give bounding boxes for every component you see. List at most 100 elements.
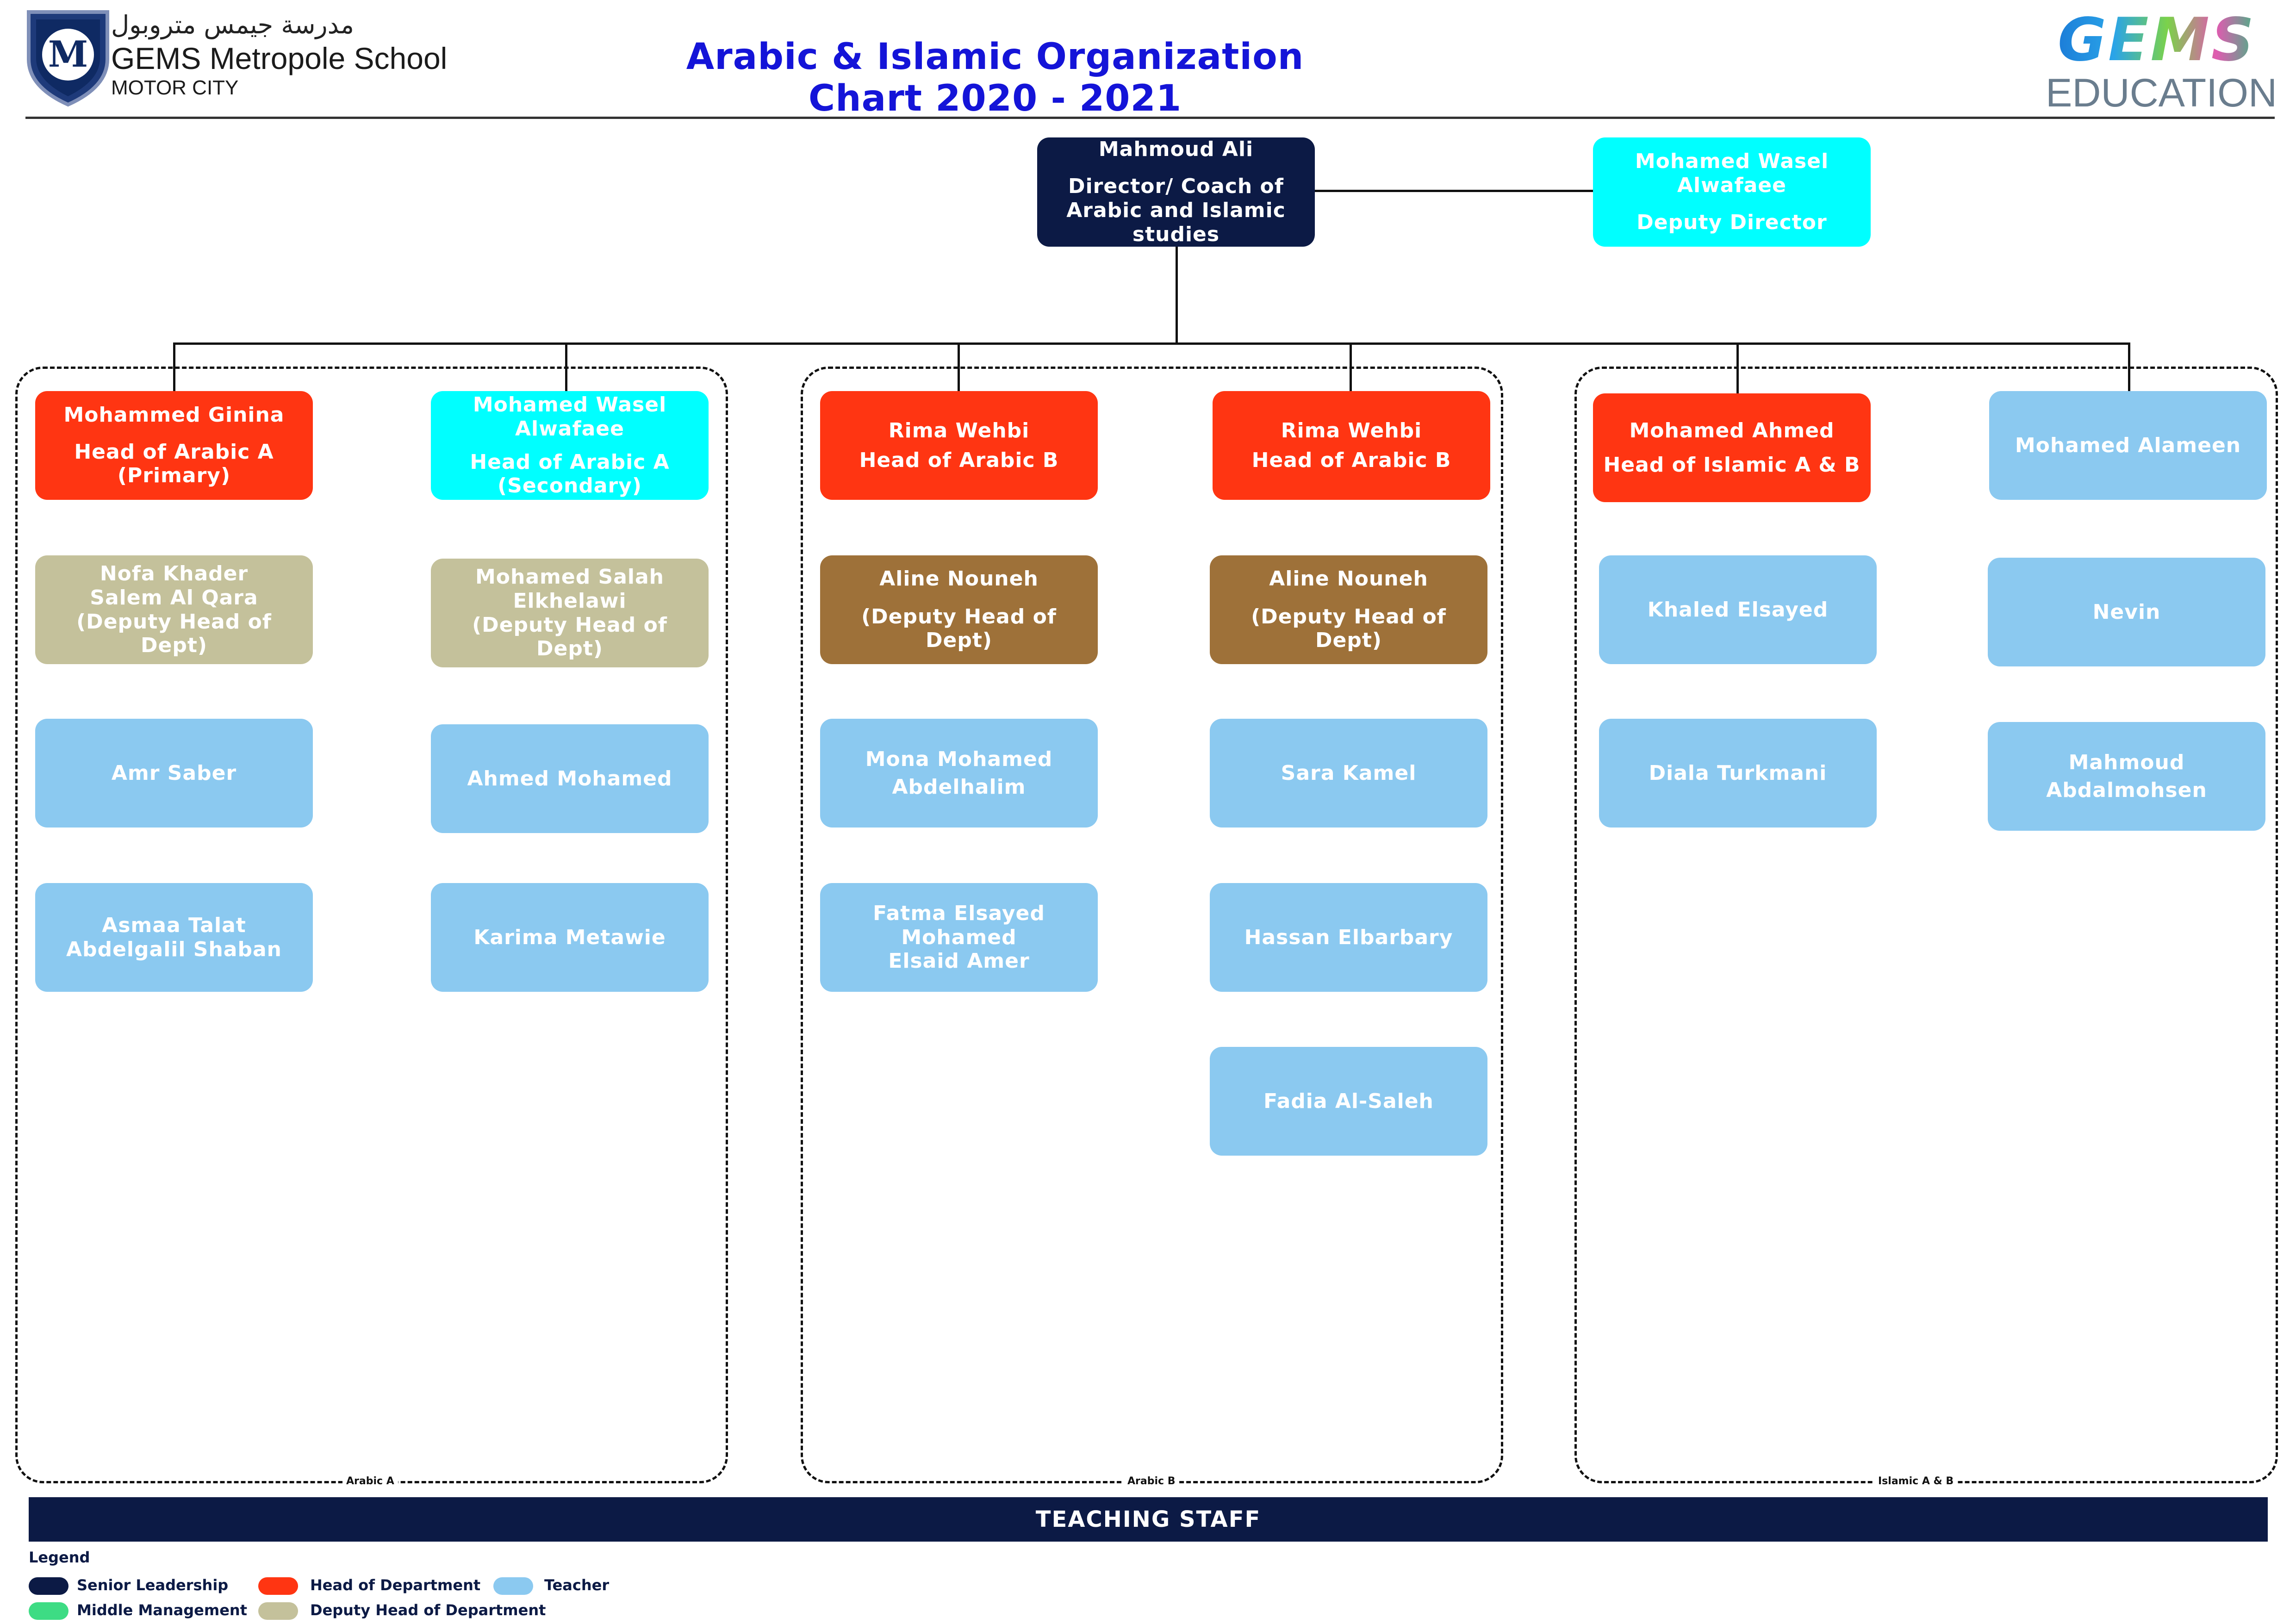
legend-swatch-middle bbox=[29, 1602, 68, 1620]
director-role-line2: Arabic and Islamic studies bbox=[1066, 199, 1286, 247]
gems-logo-mark: GEMS bbox=[2050, 10, 2263, 70]
head-name-line1: Mohamed Wasel bbox=[473, 392, 667, 417]
director-box: Mahmoud Ali Director/ Coach of Arabic an… bbox=[1037, 137, 1315, 247]
group-islamic-label: Islamic A & B bbox=[1874, 1475, 1958, 1487]
teacher-name-line1: Fatma Elsayed Mohamed bbox=[873, 901, 1045, 949]
deputy-role: (Deputy Head of Dept) bbox=[76, 610, 272, 658]
teacher-name-line1: Mona Mohamed bbox=[865, 747, 1053, 771]
head-name: Rima Wehbi bbox=[888, 418, 1030, 442]
deputy-director-box: Mohamed Wasel Alwafaee Deputy Director bbox=[1593, 137, 1871, 247]
head-role: Head of Arabic B bbox=[859, 448, 1059, 472]
connector-director-down bbox=[1176, 247, 1178, 344]
legend-label-deputy: Deputy Head of Department bbox=[310, 1601, 546, 1619]
deputy-name: Aline Nouneh bbox=[879, 566, 1039, 591]
teacher-box: Khaled Elsayed bbox=[1599, 555, 1877, 664]
teacher-box: Asmaa Talat Abdelgalil Shaban bbox=[35, 883, 313, 992]
head-role: Head of Arabic B bbox=[1251, 448, 1451, 472]
teaching-staff-banner: TEACHING STAFF bbox=[29, 1497, 2268, 1542]
teacher-name: Mohamed Alameen bbox=[2015, 433, 2241, 457]
group-islamic bbox=[1574, 367, 2278, 1483]
teacher-name: Sara Kamel bbox=[1281, 761, 1417, 785]
director-name: Mahmoud Ali bbox=[1098, 137, 1254, 161]
deputy-role: (Deputy Head of Dept) bbox=[1251, 604, 1446, 653]
legend-swatch-teacher bbox=[493, 1577, 533, 1595]
deputy-arabic-b-2: Aline Nouneh (Deputy Head of Dept) bbox=[1210, 555, 1487, 664]
head-name-line2: Alwafaee bbox=[515, 417, 624, 441]
teacher-box: Mohamed Alameen bbox=[1989, 391, 2267, 500]
deputy-name-line2: Elkhelawi bbox=[513, 589, 627, 613]
teacher-box: Hassan Elbarbary bbox=[1210, 883, 1487, 992]
deputy-name: Aline Nouneh bbox=[1269, 566, 1428, 591]
teacher-name-line2: Abdalmohsen bbox=[2046, 778, 2207, 802]
teacher-name: Diala Turkmani bbox=[1649, 761, 1827, 785]
legend-label-middle: Middle Management bbox=[77, 1601, 247, 1619]
director-role-line1: Director/ Coach of bbox=[1068, 174, 1284, 199]
teacher-box: Fadia Al-Saleh bbox=[1210, 1047, 1487, 1156]
teacher-name-line2: Abdelhalim bbox=[892, 775, 1026, 799]
group-arabic-b-label: Arabic B bbox=[1124, 1475, 1179, 1487]
teacher-box: Sara Kamel bbox=[1210, 719, 1487, 828]
teacher-box: Amr Saber bbox=[35, 719, 313, 828]
legend-swatch-senior bbox=[29, 1577, 68, 1595]
legend-swatch-head bbox=[258, 1577, 298, 1595]
teacher-name: Amr Saber bbox=[111, 761, 237, 785]
banner-label: TEACHING STAFF bbox=[1035, 1506, 1261, 1532]
deputy-arabic-a-primary: Nofa Khader Salem Al Qara (Deputy Head o… bbox=[35, 555, 313, 664]
teacher-name-line1: Asmaa Talat bbox=[102, 913, 246, 937]
gems-logo-sub: EDUCATION bbox=[2046, 71, 2277, 115]
header-divider bbox=[25, 117, 2275, 119]
deputy-arabic-a-secondary: Mohamed Salah Elkhelawi (Deputy Head of … bbox=[431, 559, 709, 667]
teacher-box: Mona Mohamed Abdelhalim bbox=[820, 719, 1098, 828]
svg-text:M: M bbox=[48, 33, 88, 75]
teacher-name: Karima Metawie bbox=[473, 925, 666, 949]
gems-education-logo: GEMS EDUCATION bbox=[2046, 10, 2277, 117]
deputy-name-line2: Salem Al Qara bbox=[90, 585, 258, 610]
deputy-role: (Deputy Head of Dept) bbox=[861, 604, 1057, 653]
legend-label-teacher: Teacher bbox=[544, 1576, 610, 1594]
legend-label-head: Head of Department bbox=[310, 1576, 481, 1594]
page-title: Arabic & Islamic Organization Chart 2020… bbox=[686, 36, 1304, 119]
deputy-name-line1: Mohamed Salah bbox=[475, 565, 664, 589]
teacher-name: Fadia Al-Saleh bbox=[1263, 1089, 1434, 1113]
teacher-box: Diala Turkmani bbox=[1599, 719, 1877, 828]
head-role-line1: Head of Arabic A bbox=[470, 450, 670, 474]
head-name: Mohamed Ahmed bbox=[1629, 418, 1835, 442]
legend-label-senior: Senior Leadership bbox=[77, 1576, 229, 1594]
teacher-box: Fatma Elsayed Mohamed Elsaid Amer bbox=[820, 883, 1098, 992]
head-role-line2: (Secondary) bbox=[498, 474, 642, 498]
legend-title: Legend bbox=[29, 1549, 90, 1566]
teacher-box: Ahmed Mohamed bbox=[431, 724, 709, 833]
teacher-box: Mahmoud Abdalmohsen bbox=[1988, 722, 2265, 831]
school-name-arabic: مدرسة جيمس متروبول bbox=[111, 10, 354, 39]
teacher-box: Karima Metawie bbox=[431, 883, 709, 992]
head-role-line2: (Primary) bbox=[117, 464, 231, 488]
deputy-director-name-line2: Alwafaee bbox=[1677, 174, 1786, 198]
head-role: Head of Islamic A & B bbox=[1603, 453, 1860, 477]
teacher-name: Hassan Elbarbary bbox=[1244, 925, 1453, 949]
head-arabic-a-primary: Mohammed Ginina Head of Arabic A (Primar… bbox=[35, 391, 313, 500]
legend-swatch-deputy bbox=[258, 1602, 298, 1620]
head-name: Rima Wehbi bbox=[1281, 418, 1422, 442]
head-role-line1: Head of Arabic A bbox=[74, 440, 274, 464]
deputy-name-line1: Nofa Khader bbox=[100, 561, 249, 585]
group-arabic-a-label: Arabic A bbox=[342, 1475, 398, 1487]
head-arabic-a-secondary: Mohamed Wasel Alwafaee Head of Arabic A … bbox=[431, 391, 709, 500]
teacher-name: Khaled Elsayed bbox=[1647, 597, 1829, 622]
head-arabic-b-1: Rima Wehbi Head of Arabic B bbox=[820, 391, 1098, 500]
teacher-name: Nevin bbox=[2092, 600, 2161, 624]
school-location: MOTOR CITY bbox=[111, 76, 239, 99]
teacher-name: Ahmed Mohamed bbox=[467, 766, 672, 790]
head-arabic-b-2: Rima Wehbi Head of Arabic B bbox=[1213, 391, 1490, 500]
teacher-name-line2: Elsaid Amer bbox=[888, 949, 1030, 973]
teacher-name-line2: Abdelgalil Shaban bbox=[66, 937, 282, 961]
teacher-box: Nevin bbox=[1988, 558, 2265, 666]
shield-icon: M bbox=[27, 10, 109, 107]
connector-horizontal bbox=[174, 342, 2130, 345]
deputy-role: (Deputy Head of Dept) bbox=[472, 613, 667, 661]
deputy-director-role: Deputy Director bbox=[1636, 210, 1827, 234]
head-name: Mohammed Ginina bbox=[63, 403, 285, 427]
head-islamic: Mohamed Ahmed Head of Islamic A & B bbox=[1593, 393, 1871, 502]
connector-director-deputy bbox=[1314, 190, 1597, 192]
school-logo: M bbox=[24, 8, 112, 108]
school-name: GEMS Metropole School bbox=[111, 41, 448, 75]
